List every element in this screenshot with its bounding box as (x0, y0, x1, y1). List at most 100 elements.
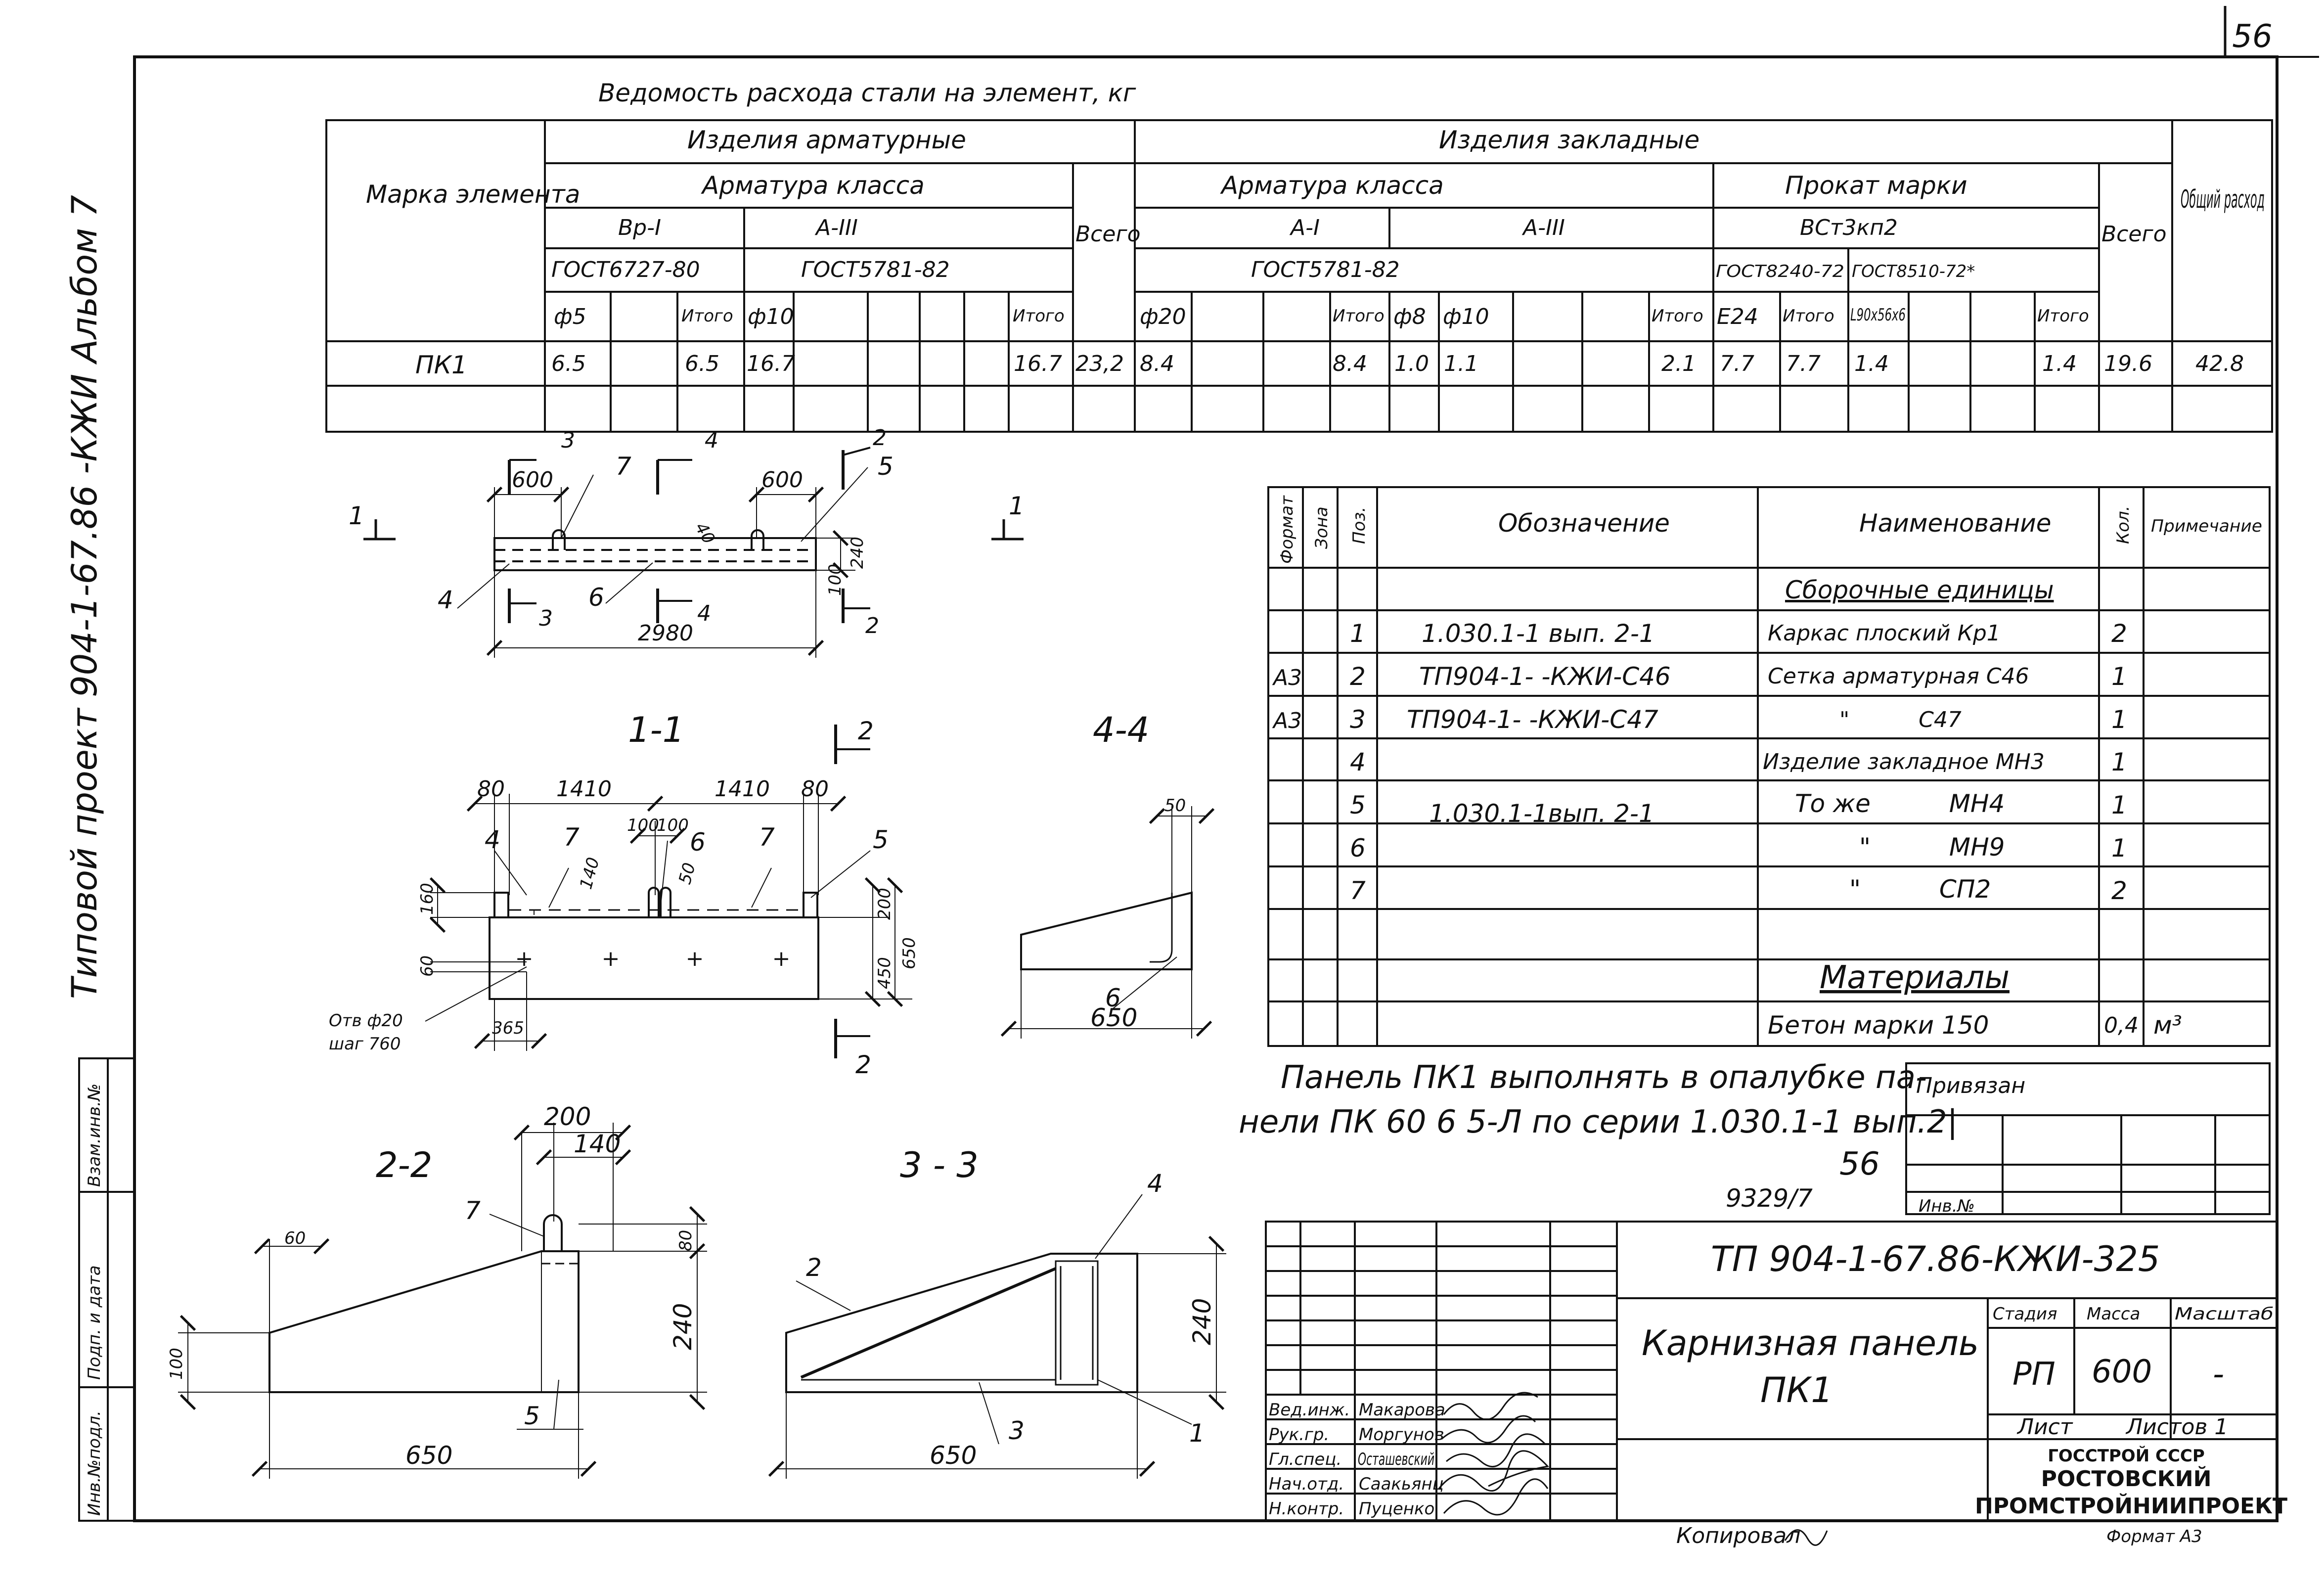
class-a3: А-III (814, 215, 858, 240)
gost-5781b: ГОСТ5781-82 (1251, 257, 1400, 282)
section-4-4-label: 4-4 (1093, 710, 1149, 750)
plan-cut-1-left: 1 (349, 501, 364, 530)
svg-text:+: + (515, 946, 534, 971)
rolled-grade-header: Прокат марки (1785, 171, 1967, 200)
s33-dim-240: 240 (1188, 1298, 1216, 1345)
scale-label: Масштаб (2175, 1304, 2274, 1324)
s11-dim-100-left: 100 (627, 816, 659, 835)
plan-pos-4: 4 (438, 586, 453, 614)
s33-dim-650: 650 (930, 1441, 977, 1470)
mark-header: Марка элемента (366, 180, 580, 209)
signer-name: Моргунов (1359, 1425, 1444, 1445)
gost-6727: ГОСТ6727-80 (551, 257, 700, 282)
s22-dim-650: 650 (405, 1441, 452, 1470)
row-d8: 1.0 (1394, 351, 1429, 376)
plan-dim-40: 40 (691, 519, 718, 547)
s44-dim-50: 50 (1164, 796, 1186, 816)
spec-row-pos: 1 (1350, 619, 1366, 648)
plan-pos-6: 6 (588, 583, 604, 612)
s22-dim-60: 60 (284, 1228, 306, 1248)
s11-dim-200: 200 (875, 888, 894, 920)
spec-section-assemblies: Сборочные единицы (1785, 576, 2054, 604)
s11-dim-1410-right: 1410 (715, 776, 770, 802)
page-number: 56 (2232, 18, 2272, 55)
row-itogo-2: 16.7 (1014, 351, 1062, 376)
s33-pos-1: 1 (1189, 1419, 1205, 1448)
album-title: Типовой проект 904-1-67.86 -КЖИ Альбом 7 (64, 195, 105, 999)
copied-by-signature (1784, 1529, 1828, 1546)
mass-label: Масса (2087, 1304, 2140, 1324)
spec-row-qty: 1 (2111, 662, 2127, 691)
spec-section-materials: Материалы (1820, 959, 2010, 996)
row-d20: 8.4 (1140, 351, 1174, 376)
plan-pos-7: 7 (616, 452, 631, 481)
svg-text:+: + (602, 946, 620, 971)
document-number: 9329/7 (1726, 1184, 1813, 1213)
s11-dim-80-right: 80 (801, 776, 829, 802)
section-1-1-label: 1-1 (628, 710, 684, 750)
copied-by: Копировал (1676, 1523, 1800, 1548)
emb-class-header: Арматура класса (1220, 171, 1444, 200)
s22-pos-7: 7 (465, 1196, 481, 1225)
section-3-3 (768, 1194, 1226, 1479)
spec-row-name: Каркас плоский Кр1 (1768, 621, 2001, 646)
col-l90: L90х56х6 (1850, 305, 1906, 325)
class-bp1: Вр-I (618, 215, 661, 240)
doc-name-line-2: ПК1 (1760, 1370, 1833, 1410)
plan-view (363, 447, 1024, 658)
section-4-4 (1000, 806, 1215, 1039)
s22-dim-140: 140 (574, 1130, 621, 1158)
signer-role: Вед.инж. (1269, 1400, 1350, 1420)
col-d10: ф10 (748, 304, 794, 329)
row-emb-total: 19.6 (2104, 351, 2152, 376)
s11-cut-2-top: 2 (858, 717, 874, 745)
col-itogo-1: Итого (681, 306, 733, 326)
emb-group-header: Изделия закладные (1439, 126, 1699, 154)
s11-dim-650: 650 (899, 937, 919, 969)
svg-text:+: + (772, 946, 791, 971)
material-name: Бетон марки 150 (1768, 1011, 1989, 1040)
section-2-2-label: 2-2 (376, 1145, 432, 1185)
s11-dim-365: 365 (492, 1018, 524, 1038)
spec-row-pos: 3 (1350, 705, 1366, 734)
row-d10b: 1.1 (1444, 351, 1478, 376)
steel-row-pk1: ПК1 6.5 6.5 16.7 16.7 23,2 8.4 8.4 1.0 1… (415, 351, 2244, 379)
col-itogo-3: Итого (1333, 306, 1385, 326)
spec-row-name: Сетка арматурная С46 (1768, 664, 2029, 689)
row-arm-total: 23,2 (1075, 351, 1124, 376)
s11-dim-160: 160 (417, 883, 437, 915)
gost-5781: ГОСТ5781-82 (801, 257, 950, 282)
row-itogo-6: 1.4 (2042, 351, 2077, 376)
col-itogo-4: Итого (1652, 306, 1703, 326)
s22-dim-80: 80 (676, 1230, 696, 1251)
s44-dim-650: 650 (1090, 1003, 1137, 1032)
plan-dim-2980: 2980 (638, 621, 693, 646)
class-a1: А-I (1289, 215, 1320, 240)
spec-row-format: А3 (1272, 708, 1302, 733)
plan-cut-2-bottom: 2 (865, 613, 879, 638)
spec-row: 7 " СП2 2 (1350, 875, 2127, 905)
material-qty: 0,4 (2104, 1013, 2139, 1038)
spec-col-format: Формат (1277, 495, 1297, 564)
scale-value: - (2213, 1356, 2224, 1393)
arm-class-header: Арматура класса (701, 171, 925, 200)
s11-pos-7-left: 7 (564, 823, 580, 852)
sheet-frame (133, 55, 2279, 1522)
spec-row-pos: 6 (1350, 834, 1366, 863)
signer-name: Макарова (1359, 1400, 1445, 1420)
row-itogo-5: 7.7 (1786, 351, 1821, 376)
steel-table-title: Ведомость расхода стали на элемент, кг (598, 79, 1136, 107)
plan-cut-2-top: 2 (873, 425, 887, 451)
doc-name-line-1: Карнизная панель (1642, 1323, 1979, 1363)
spec-row-pos: 7 (1350, 876, 1366, 905)
col-d10b: ф10 (1443, 304, 1489, 329)
stage-value: РП (2012, 1356, 2056, 1393)
plan-cut-3-top: 3 (561, 428, 575, 453)
doc-code: ТП 904-1-67.86-КЖИ-325 (1711, 1239, 2160, 1279)
material-unit: м³ (2153, 1011, 2182, 1040)
s33-pos-3: 3 (1009, 1416, 1025, 1445)
spec-row-designation: 1.030.1-1вып. 2-1 (1429, 799, 1654, 828)
row-d10: 16.7 (747, 351, 795, 376)
plan-cut-1-right: 1 (1009, 492, 1025, 520)
